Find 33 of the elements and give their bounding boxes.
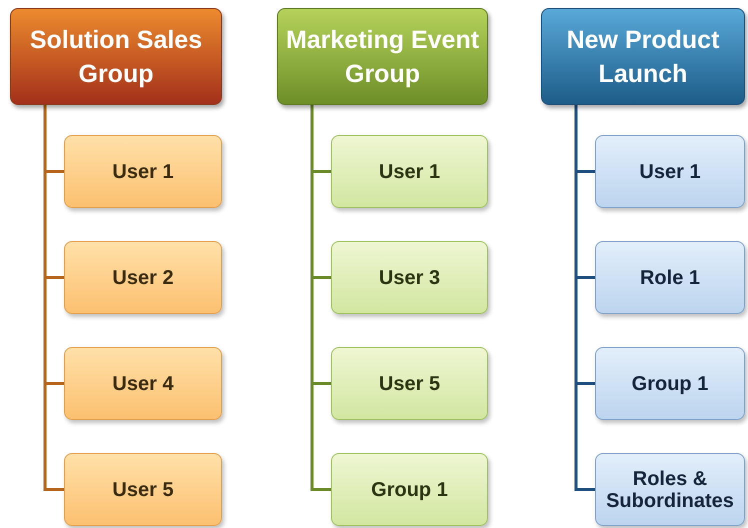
member-label: User 3 bbox=[378, 266, 440, 288]
member-box bbox=[64, 453, 222, 526]
connector-line bbox=[44, 105, 64, 491]
member-box bbox=[595, 135, 745, 208]
member-box bbox=[595, 347, 745, 420]
member-box bbox=[331, 453, 488, 526]
group-header-box bbox=[541, 8, 745, 105]
member-box bbox=[64, 241, 222, 314]
connector-line bbox=[574, 105, 595, 491]
member-label: Role 1 bbox=[640, 266, 700, 288]
group-title: Solution Sales Group bbox=[28, 24, 204, 90]
member-box bbox=[64, 135, 222, 208]
member-box bbox=[64, 347, 222, 420]
member-label: User 2 bbox=[112, 266, 174, 288]
member-box bbox=[331, 347, 488, 420]
member-label: Roles & Subordinates bbox=[605, 468, 735, 512]
member-box bbox=[595, 453, 745, 526]
member-label: User 1 bbox=[112, 160, 174, 182]
member-label: User 5 bbox=[112, 478, 174, 500]
group-title: Marketing Event Group bbox=[284, 24, 480, 90]
group-header-box bbox=[277, 8, 488, 105]
member-label: User 1 bbox=[378, 160, 440, 182]
member-label: User 5 bbox=[378, 372, 440, 394]
member-label: Group 1 bbox=[371, 478, 448, 500]
member-label: Group 1 bbox=[632, 372, 708, 394]
member-box bbox=[331, 135, 488, 208]
member-box bbox=[595, 241, 745, 314]
member-box bbox=[331, 241, 488, 314]
group-header-box bbox=[10, 8, 222, 105]
group-title: New Product Launch bbox=[566, 24, 720, 90]
member-label: User 4 bbox=[112, 372, 174, 394]
member-label: User 1 bbox=[639, 160, 701, 182]
connector-line bbox=[310, 105, 331, 491]
